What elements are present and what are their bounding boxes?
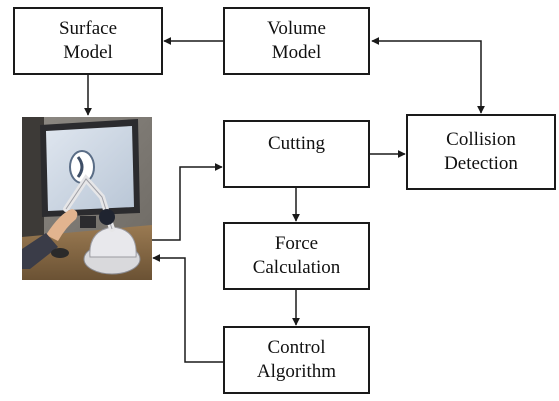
node-force-calculation: Force Calculation [223, 222, 370, 290]
node-force-calculation-line1: Force [274, 233, 319, 254]
node-control-algorithm: Control Algorithm [223, 326, 370, 394]
node-cutting-line1: Cutting [267, 133, 325, 154]
node-cutting: Cutting [223, 120, 370, 188]
edge-control-to-photo [152, 254, 223, 363]
node-control-algorithm-line1: Control [267, 337, 326, 358]
node-volume-model-line1: Volume [267, 18, 326, 39]
edge-photo-to-cutting [152, 163, 223, 241]
haptic-device-illustration [22, 117, 152, 280]
node-collision-detection-line2: Detection [444, 153, 518, 174]
node-control-algorithm-line2: Algorithm [256, 361, 337, 382]
node-volume-model-line2: Model [271, 42, 322, 63]
node-surface-model: Surface Model [13, 7, 163, 75]
node-collision-detection: Collision Detection [406, 114, 556, 190]
edge-volume-collision-bidirectional [371, 37, 485, 114]
node-surface-model-line1: Surface [58, 18, 118, 39]
node-volume-model: Volume Model [223, 7, 370, 75]
node-collision-detection-line1: Collision [446, 129, 516, 150]
node-force-calculation-line2: Calculation [252, 257, 341, 278]
haptic-device-photo [22, 117, 152, 280]
hand-shape [46, 209, 78, 241]
node-surface-model-line2: Model [63, 42, 113, 63]
